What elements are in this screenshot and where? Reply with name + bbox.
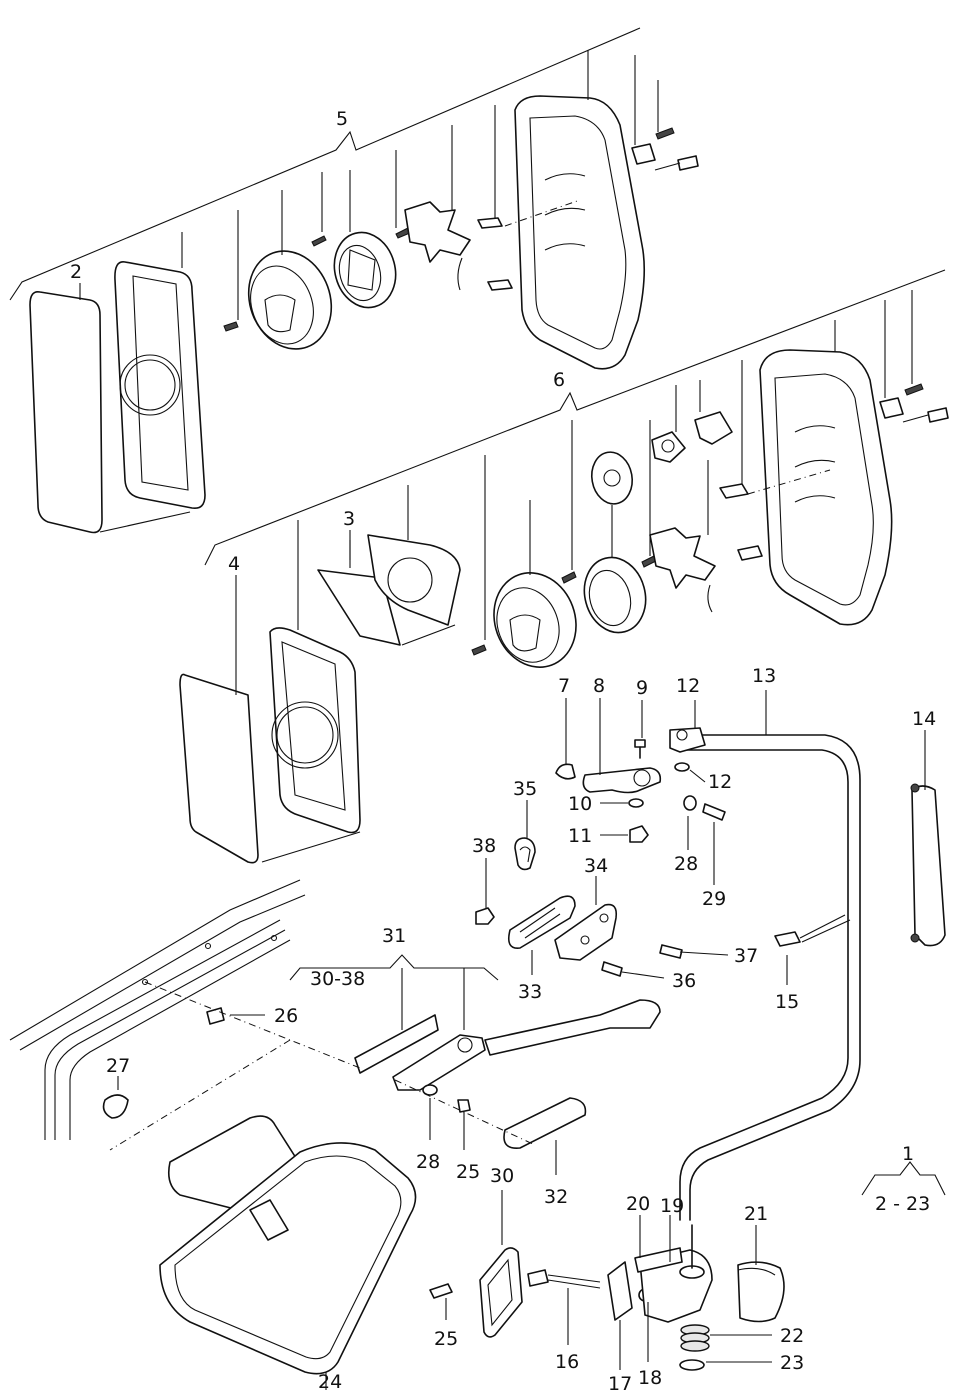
label-part-35: 35	[513, 778, 537, 800]
label-part-23: 23	[780, 1352, 804, 1374]
label-part-17: 17	[608, 1373, 632, 1395]
label-part-36: 36	[672, 970, 696, 992]
label-part-11: 11	[568, 825, 592, 847]
label-part-12b: 12	[708, 771, 732, 793]
label-part-2: 2	[70, 261, 82, 283]
label-part-27: 27	[106, 1055, 130, 1077]
label-part-19: 19	[660, 1195, 684, 1217]
leader-lines	[79, 283, 946, 1390]
label-part-25b: 25	[434, 1328, 458, 1350]
label-part-34: 34	[584, 855, 608, 877]
label-part-10: 10	[568, 793, 592, 815]
label-part-21: 21	[744, 1203, 768, 1225]
label-part-28b: 28	[416, 1151, 440, 1173]
label-part-18: 18	[638, 1367, 662, 1389]
label-part-20: 20	[626, 1193, 650, 1215]
label-group-1: 1	[902, 1143, 914, 1165]
label-group-6: 6	[553, 369, 565, 391]
label-part-9: 9	[636, 677, 648, 699]
label-part-33: 33	[518, 981, 542, 1003]
label-part-16: 16	[555, 1351, 579, 1373]
label-part-37: 37	[734, 945, 758, 967]
label-part-4: 4	[228, 553, 240, 575]
label-group-5: 5	[336, 108, 348, 130]
labels: 5 6 31 30-38 1 2 - 23 2 3 4 7 8 9 12 12 …	[70, 108, 936, 1395]
label-part-12a: 12	[676, 675, 700, 697]
label-part-29: 29	[702, 888, 726, 910]
label-group-1-range: 2 - 23	[875, 1193, 930, 1215]
label-part-14: 14	[912, 708, 936, 730]
label-part-8: 8	[593, 675, 605, 697]
label-group-31-range: 30-38	[310, 968, 365, 990]
mirror-assembly-5	[9, 27, 699, 534]
lower-mirror-assembly	[159, 1115, 785, 1375]
label-part-24: 24	[318, 1371, 342, 1393]
label-part-28a: 28	[674, 853, 698, 875]
label-part-25a: 25	[456, 1161, 480, 1183]
label-part-3: 3	[343, 508, 355, 530]
label-part-32: 32	[544, 1186, 568, 1208]
label-part-13: 13	[752, 665, 776, 687]
label-group-31: 31	[382, 925, 406, 947]
label-part-15: 15	[775, 991, 799, 1013]
label-part-7: 7	[558, 675, 570, 697]
label-part-30: 30	[490, 1165, 514, 1187]
label-part-22: 22	[780, 1325, 804, 1347]
label-part-26: 26	[274, 1005, 298, 1027]
label-part-38: 38	[472, 835, 496, 857]
vehicle-door-outline	[9, 879, 536, 1151]
mirror-assembly-6	[179, 269, 949, 864]
